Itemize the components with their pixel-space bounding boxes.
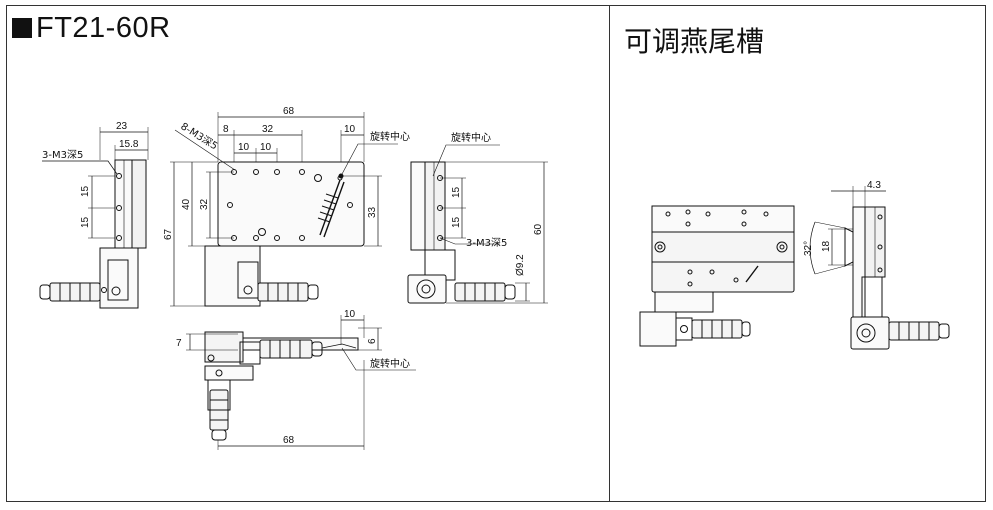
side-tap-label: 3-M3深5 (42, 149, 83, 161)
dim-side-15b: 15 (80, 216, 91, 228)
square-icon (12, 18, 32, 38)
dim-60: 60 (533, 223, 544, 235)
model-title: FT21-60R (12, 12, 171, 45)
dovetail-top-view (639, 205, 795, 347)
dim-32-deg: 32° (803, 241, 814, 256)
dim-8: 8 (223, 124, 229, 135)
dim-10-offset: 10 (344, 124, 356, 135)
dim-right-15a: 15 (451, 186, 462, 198)
dim-right-15b: 15 (451, 216, 462, 228)
top-view (170, 112, 398, 307)
rot-center-label-3: 旋转中心 (370, 357, 410, 370)
bottom-view (186, 315, 416, 450)
dim-18: 18 (821, 240, 832, 252)
dim-10a: 10 (238, 142, 250, 153)
dim-knob-dia: Ø9.2 (515, 254, 526, 276)
dim-68-bottom: 68 (283, 435, 295, 446)
rot-center-label-1: 旋转中心 (370, 130, 410, 143)
side-view (39, 127, 149, 309)
dim-32-top: 32 (262, 124, 274, 135)
dim-side-15a: 15 (80, 185, 91, 197)
feature-title: 可调燕尾槽 (624, 25, 765, 58)
dim-4-3: 4.3 (867, 180, 881, 191)
dim-68-top: 68 (283, 106, 295, 117)
drawing-frame (6, 5, 986, 502)
front-view (407, 144, 548, 304)
dim-40: 40 (181, 198, 192, 210)
right-tap-label: 3-M3深5 (466, 237, 507, 249)
dim-6: 6 (367, 338, 378, 344)
dim-33: 33 (367, 206, 378, 218)
model-name: FT21-60R (36, 12, 171, 44)
dim-10b: 10 (260, 142, 272, 153)
dovetail-side-view (809, 186, 950, 350)
dim-23: 23 (116, 121, 128, 132)
dim-7: 7 (176, 338, 182, 349)
panel-divider (609, 5, 610, 502)
dim-15-8: 15.8 (119, 139, 139, 150)
dim-32-side: 32 (199, 198, 210, 210)
dim-bottom-10: 10 (344, 309, 356, 320)
rot-center-label-2: 旋转中心 (451, 131, 491, 144)
dim-67: 67 (163, 228, 174, 240)
